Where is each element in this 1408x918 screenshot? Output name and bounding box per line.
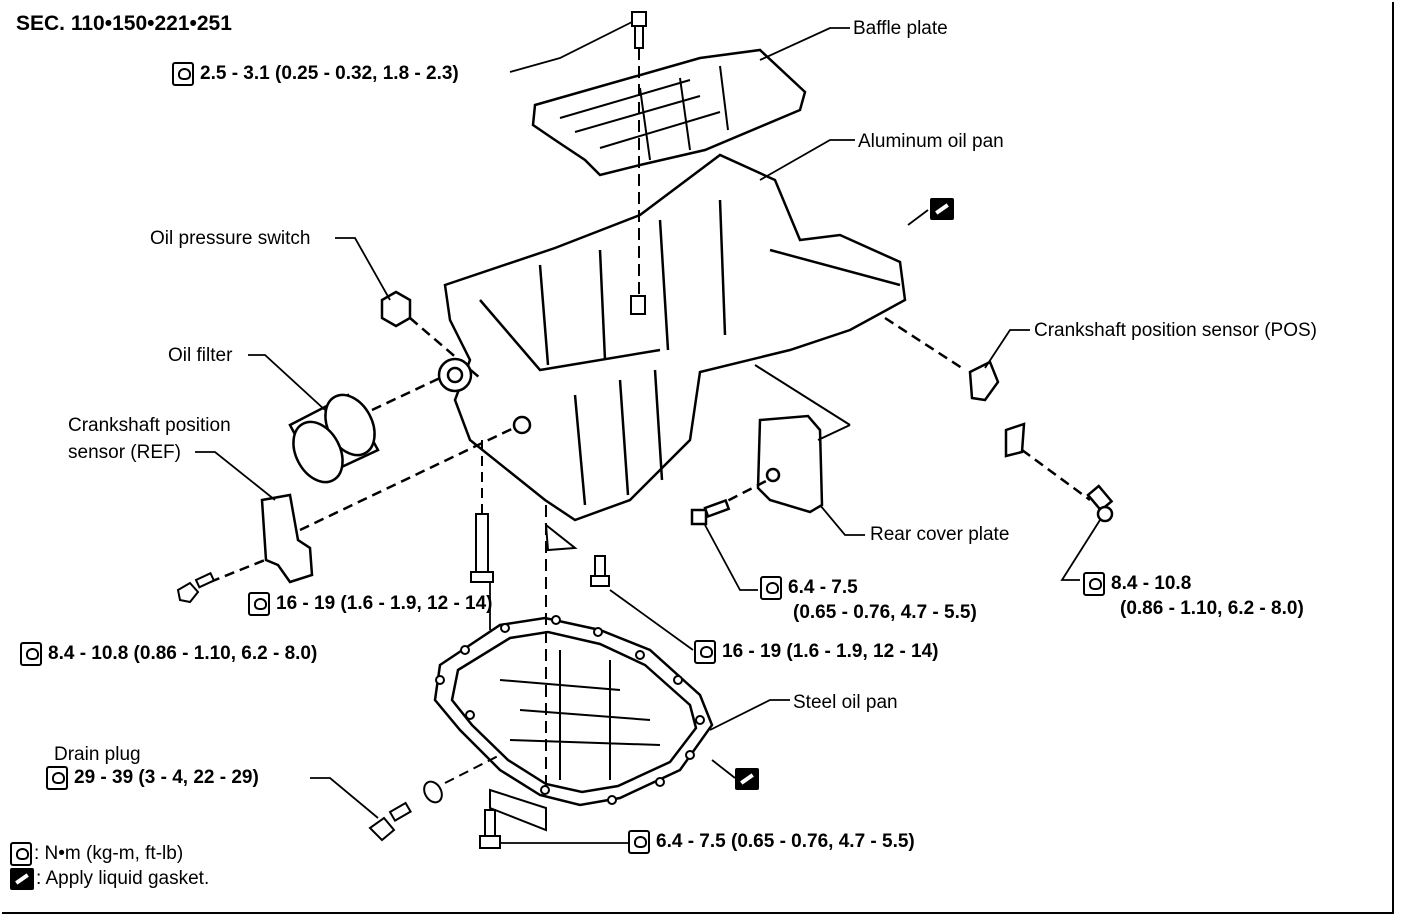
steel-pan-bolt <box>479 788 547 849</box>
torque-ref-bolt: 8.4 - 10.8 (0.86 - 1.10, 6.2 - 8.0) <box>20 642 317 666</box>
torque-wrench-icon <box>46 766 68 790</box>
baffle-plate-drawing <box>531 48 807 177</box>
aluminum-oil-pan-drawing <box>443 153 907 522</box>
label-crank-ref-line1: Crankshaft position <box>68 415 231 436</box>
liquid-gasket-icon <box>10 868 34 890</box>
torque-center-bolt: 16 - 19 (1.6 - 1.9, 12 - 14) <box>248 592 493 616</box>
label-crank-ref-line2: sensor (REF) <box>68 442 181 463</box>
torque-steel-pan-bolt: 6.4 - 7.5 (0.65 - 0.76, 4.7 - 5.5) <box>628 830 915 854</box>
liquid-gasket-icon <box>930 198 954 220</box>
oil-filter-drawing <box>288 357 473 484</box>
label-baffle-plate: Baffle plate <box>853 18 948 39</box>
drain-plug-drawing <box>368 754 501 842</box>
torque-wrench-icon <box>1083 572 1105 596</box>
torque-drain: 29 - 39 (3 - 4, 22 - 29) <box>46 766 259 790</box>
torque-wrench-icon <box>760 576 782 600</box>
gasket-icon-steel <box>735 768 759 790</box>
section-number: SEC. 110•150•221•251 <box>16 12 232 35</box>
ref-bolt <box>176 571 216 604</box>
crank-sensor-pos-drawing <box>884 316 1114 523</box>
torque-pos-line2: (0.86 - 1.10, 6.2 - 8.0) <box>1120 598 1304 619</box>
torque-pos: 8.4 - 10.8 <box>1083 572 1191 596</box>
steel-oil-pan-drawing <box>433 616 714 807</box>
label-oil-pressure-switch: Oil pressure switch <box>150 228 311 249</box>
oil-pressure-switch-drawing <box>380 290 481 379</box>
label-oil-filter: Oil filter <box>168 345 233 366</box>
label-rear-cover-plate: Rear cover plate <box>870 524 1010 545</box>
crank-sensor-ref-drawing <box>209 415 532 584</box>
gasket-icon-aluminum <box>930 198 954 220</box>
legend-torque: : N•m (kg-m, ft-lb) <box>10 842 183 866</box>
baffle-bolt <box>630 11 647 315</box>
torque-wrench-icon <box>10 842 32 866</box>
label-steel-oil-pan: Steel oil pan <box>793 692 898 713</box>
leader-lines <box>195 21 1101 844</box>
rear-cover-plate-drawing <box>690 364 851 526</box>
torque-wrench-icon <box>694 640 716 664</box>
torque-rear-cover: 6.4 - 7.5 <box>760 576 858 600</box>
liquid-gasket-icon <box>735 768 759 790</box>
torque-baffle: 2.5 - 3.1 (0.25 - 0.32, 1.8 - 2.3) <box>172 62 459 86</box>
label-aluminum-oil-pan: Aluminum oil pan <box>858 131 1004 152</box>
label-crank-pos: Crankshaft position sensor (POS) <box>1034 320 1318 341</box>
legend-gasket: : Apply liquid gasket. <box>10 868 209 890</box>
torque-right-bolt: 16 - 19 (1.6 - 1.9, 12 - 14) <box>694 640 939 664</box>
steel-pan-holes <box>435 615 705 805</box>
right-short-bolt <box>590 555 610 587</box>
torque-wrench-icon <box>20 642 42 666</box>
torque-wrench-icon <box>628 830 650 854</box>
torque-wrench-icon <box>248 592 270 616</box>
label-drain-plug: Drain plug <box>54 744 141 765</box>
torque-wrench-icon <box>172 62 194 86</box>
torque-rear-cover-line2: (0.65 - 0.76, 4.7 - 5.5) <box>793 602 977 623</box>
center-long-bolt <box>470 440 494 583</box>
